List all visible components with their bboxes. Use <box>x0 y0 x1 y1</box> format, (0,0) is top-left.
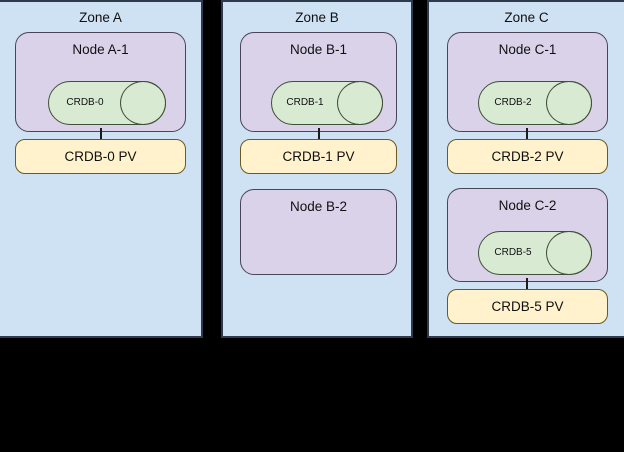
node-a-1-title: Node A-1 <box>72 42 129 57</box>
pv-crdb-2[interactable]: CRDB-2 PV <box>447 139 608 174</box>
node-b-2-title: Node B-2 <box>289 199 348 214</box>
pod-crdb-5[interactable]: CRDB-5 <box>478 231 592 275</box>
pod-crdb-2[interactable]: CRDB-2 <box>478 81 592 125</box>
node-b-1-title: Node B-1 <box>289 42 348 57</box>
pv-crdb-0-label: CRDB-0 PV <box>64 148 137 164</box>
connector-crdb-2-to-pv <box>526 128 528 146</box>
connector-crdb-1-to-pv <box>318 128 320 146</box>
zone-a-title: Zone A <box>79 10 122 25</box>
pod-crdb-5-label: CRDB-5 <box>494 247 532 258</box>
pod-crdb-1-label: CRDB-1 <box>286 97 324 108</box>
pv-crdb-1-label: CRDB-1 PV <box>282 148 355 164</box>
zone-c-title: Zone C <box>504 10 549 25</box>
pv-crdb-2-label: CRDB-2 PV <box>491 148 564 164</box>
pod-crdb-1[interactable]: CRDB-1 <box>271 81 383 125</box>
cylinder-cap-icon <box>546 81 592 125</box>
zone-b-container: Zone B Node B-1 CRDB-1 CRDB-1 PV Node B-… <box>221 0 413 338</box>
node-b-2[interactable]: Node B-2 <box>240 189 397 275</box>
node-c-2[interactable]: Node C-2 CRDB-5 <box>447 188 608 282</box>
node-c-1-title: Node C-1 <box>498 42 557 57</box>
pod-crdb-0[interactable]: CRDB-0 <box>48 81 166 125</box>
zone-a-container: Zone A Node A-1 CRDB-0 CRDB-0 PV <box>0 0 203 338</box>
zone-c-container: Zone C Node C-1 CRDB-2 CRDB-2 PV Node C-… <box>427 0 624 338</box>
cylinder-cap-icon <box>120 81 166 125</box>
pv-crdb-0[interactable]: CRDB-0 PV <box>15 139 186 174</box>
connector-crdb-5-to-pv <box>526 278 528 296</box>
node-a-1[interactable]: Node A-1 CRDB-0 <box>15 32 186 132</box>
zone-b-title: Zone B <box>295 10 339 25</box>
pv-crdb-1[interactable]: CRDB-1 PV <box>240 139 397 174</box>
node-c-2-title: Node C-2 <box>498 198 557 213</box>
pod-crdb-2-label: CRDB-2 <box>494 97 532 108</box>
node-c-1[interactable]: Node C-1 CRDB-2 <box>447 32 608 132</box>
cylinder-cap-icon <box>337 81 383 125</box>
pod-crdb-0-label: CRDB-0 <box>66 97 104 108</box>
cylinder-cap-icon <box>546 231 592 275</box>
connector-crdb-0-to-pv <box>100 128 102 146</box>
node-b-1[interactable]: Node B-1 CRDB-1 <box>240 32 397 132</box>
pv-crdb-5[interactable]: CRDB-5 PV <box>447 289 608 324</box>
pv-crdb-5-label: CRDB-5 PV <box>491 298 564 314</box>
